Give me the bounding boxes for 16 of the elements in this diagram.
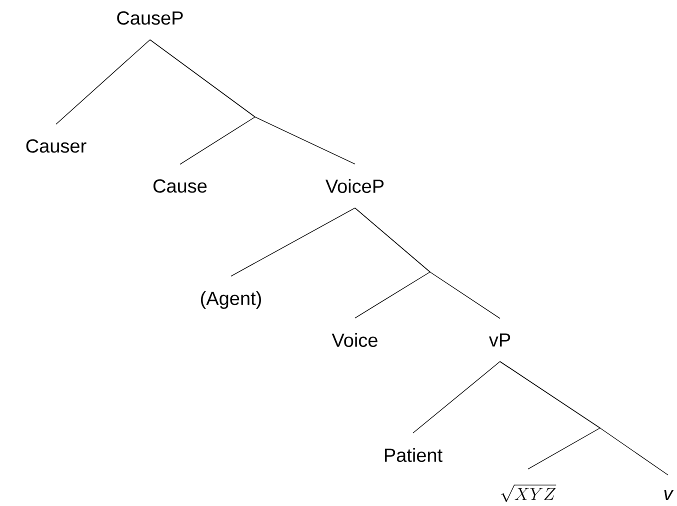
tree-branch: [56, 39, 150, 125]
tree-branch: [500, 361, 668, 476]
tree-branch: [230, 208, 356, 276]
tree-label: Cause: [154, 179, 207, 193]
tree-label: CauseP: [117, 11, 183, 25]
tree-label: vP: [488, 333, 510, 347]
tree-branch: [354, 208, 500, 319]
tree-label: Voice: [332, 333, 378, 347]
tree-label: $\sqrt{XYZ}$: [501, 484, 556, 502]
tree-label: VoiceP: [326, 179, 384, 193]
tree-branch: [150, 39, 356, 164]
tree-label: Patient: [384, 448, 442, 462]
tree-branch: [412, 361, 500, 434]
tree-label: (Agent): [201, 291, 261, 309]
tree-label: v: [664, 490, 674, 500]
tree-label: Causer: [26, 139, 86, 153]
